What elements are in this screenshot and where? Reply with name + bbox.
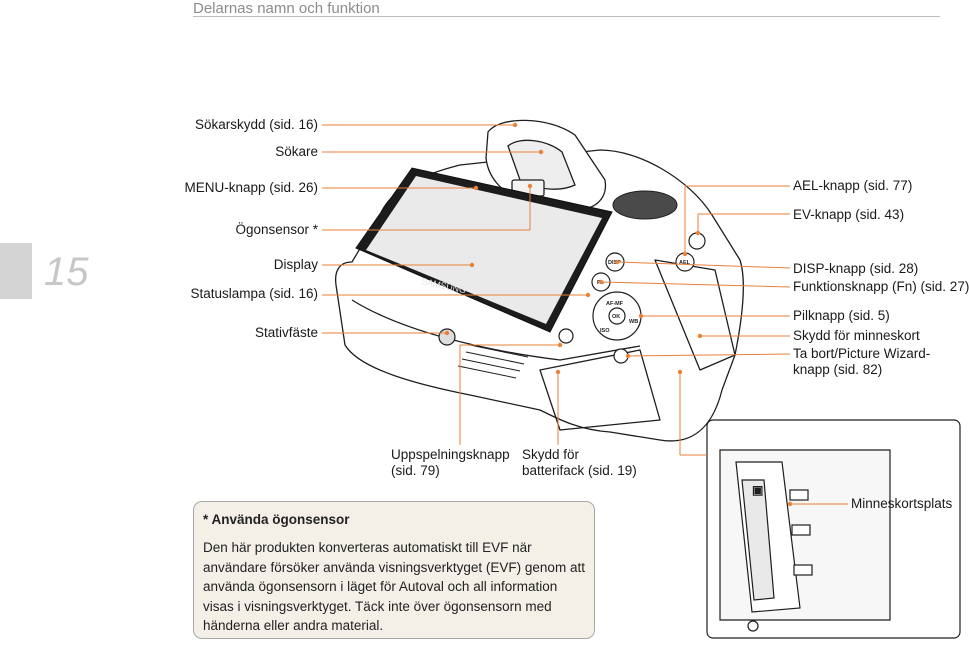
label-status-lamp: Statuslampa (sid. 16) — [190, 286, 318, 301]
label-tripod-mount: Stativfäste — [254, 325, 318, 340]
label-eye-sensor: Ögonsensor * — [235, 222, 318, 237]
iso-marking: ISO — [600, 328, 610, 334]
leader-dot — [557, 342, 563, 348]
leader-dot — [473, 185, 479, 191]
leader-dot — [527, 183, 533, 189]
grip-outline — [654, 259, 736, 371]
label-viewfinder: Sökare — [275, 144, 318, 159]
label-delete-button: Ta bort/Picture Wizard-knapp (sid. 82) — [793, 346, 931, 377]
label-ael-button: AEL-knapp (sid. 77) — [793, 178, 913, 193]
label-ev-button: EV-knapp (sid. 43) — [793, 207, 905, 222]
lcd-screen — [366, 176, 602, 324]
label-display: Display — [273, 257, 318, 272]
eye-sensor-note: * Använda ögonsensor Den här produkten k… — [193, 501, 595, 639]
leader-dot — [695, 230, 701, 236]
vent-slot — [461, 358, 521, 372]
playback-button-shape — [558, 328, 574, 344]
vent-slot — [465, 351, 525, 365]
vent-slot — [469, 344, 529, 358]
label-menu-button: MENU-knapp (sid. 26) — [184, 180, 318, 195]
page-tab — [0, 243, 32, 299]
disp-marking: DISP — [608, 260, 621, 266]
leader-dot — [614, 259, 620, 265]
card-slot-opening — [741, 479, 775, 601]
sd-card-symbol: ▣ — [752, 483, 763, 497]
card-latch — [793, 564, 813, 576]
page-number: 15 — [44, 250, 89, 294]
leader-dot — [638, 313, 644, 319]
label-battery-cover: Skydd för batterifack (sid. 19) — [522, 447, 637, 478]
note-body: Den här produkten konverteras automatisk… — [203, 540, 585, 633]
label-eyepiece-cover: Sökarskydd (sid. 16) — [194, 117, 318, 132]
leader-fn — [600, 281, 791, 288]
leader-disp — [616, 261, 791, 269]
label-navigation-button: Pilknapp (sid. 5) — [793, 308, 890, 323]
label-memory-card-slot: Minneskortsplats — [851, 496, 953, 511]
leader-dot — [625, 353, 631, 359]
leader-dot — [555, 369, 561, 375]
section-title: Delarnas namn och funktion — [193, 0, 380, 17]
leader-dot — [469, 262, 475, 268]
leader-dot — [444, 330, 450, 336]
leader-dot — [512, 122, 518, 128]
label-disp-button: DISP-knapp (sid. 28) — [793, 261, 919, 276]
wb-marking: WB — [629, 319, 638, 325]
card-latch — [789, 489, 809, 501]
label-fn-button: Funktionsknapp (Fn) (sid. 27) — [793, 279, 969, 294]
leader-delete — [627, 353, 791, 357]
card-latch — [791, 524, 811, 536]
label-playback-button: Uppspelningsknapp (sid. 79) — [391, 447, 510, 478]
leader-dot — [538, 149, 544, 155]
leader-dot — [787, 501, 793, 507]
nav-ok-button — [608, 307, 626, 325]
afmf-marking: AF-MF — [606, 301, 624, 307]
note-title: * Använda ögonsensor — [203, 512, 350, 527]
leader-dot — [598, 279, 604, 285]
card-screw — [747, 620, 759, 632]
leader-dot — [585, 292, 591, 298]
mode-dial — [612, 190, 678, 220]
header-divider — [193, 16, 940, 17]
leader-dot — [697, 333, 703, 339]
label-memory-card-cover: Skydd för minneskort — [793, 328, 920, 343]
battery-cover-outline — [539, 349, 661, 431]
ael-marking: AEL — [679, 260, 691, 266]
vent-slot — [457, 365, 517, 379]
ok-marking: OK — [612, 314, 620, 320]
leader-dot — [682, 251, 688, 257]
ev-button-shape — [688, 232, 706, 250]
leader-dot — [677, 369, 683, 375]
